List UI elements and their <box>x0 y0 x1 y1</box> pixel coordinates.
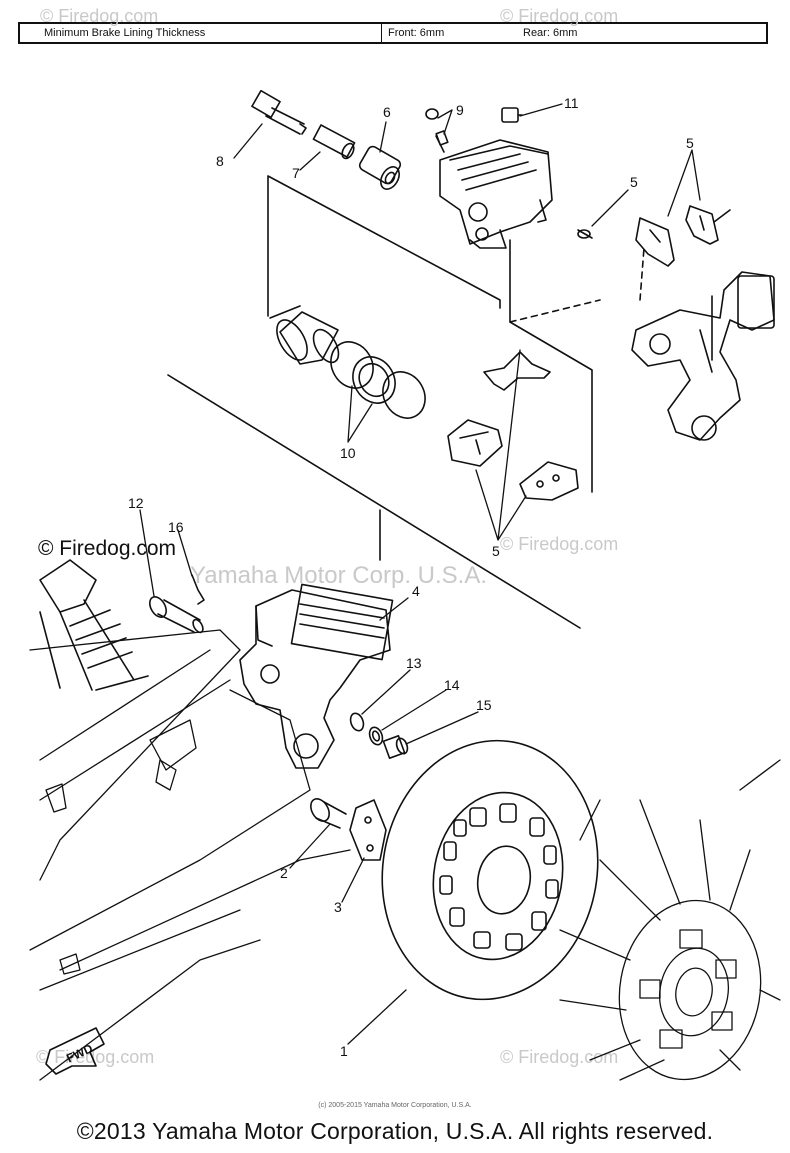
callout-5: 5 <box>492 543 500 559</box>
watermark-firedog: © Firedog.com <box>500 1047 618 1067</box>
brake-pad-a <box>447 419 503 467</box>
watermarks: © Firedog.com © Firedog.com © Firedog.co… <box>36 6 618 1067</box>
callout-14: 14 <box>444 677 460 693</box>
callout-13: 13 <box>406 655 422 671</box>
callout-15: 15 <box>476 697 492 713</box>
callout-1: 1 <box>340 1043 348 1059</box>
callout-4: 4 <box>412 583 420 599</box>
bushing-6 <box>358 145 402 190</box>
caliper-bracket-upper <box>631 271 775 441</box>
cap-11 <box>501 107 523 123</box>
spec-front: Front: 6mm <box>388 27 445 39</box>
callout-5: 5 <box>686 135 694 151</box>
lining-thickness-table: Minimum Brake Lining Thickness Front: 6m… <box>18 22 768 44</box>
callout-9: 9 <box>456 102 464 118</box>
callout-12: 12 <box>128 495 144 511</box>
shock-absorber <box>39 559 149 691</box>
callout-8: 8 <box>216 153 224 169</box>
leader-lines <box>139 103 701 1045</box>
washer-14 <box>368 726 384 746</box>
callout-5: 5 <box>630 174 638 190</box>
callout-10: 10 <box>340 445 356 461</box>
seals-10 <box>330 341 426 419</box>
piston <box>276 311 340 365</box>
callout-16: 16 <box>168 519 184 535</box>
watermark-firedog: © Firedog.com <box>36 1047 154 1067</box>
nut-15 <box>382 735 409 759</box>
bolt-2 <box>310 798 347 829</box>
upper-caliper <box>439 139 553 249</box>
watermark-firedog: © Firedog.com <box>500 534 618 554</box>
wheel-hub <box>559 759 781 1081</box>
callout-7: 7 <box>292 165 300 181</box>
lock-plate-3 <box>349 799 387 861</box>
callout-3: 3 <box>334 899 342 915</box>
clip-16 <box>191 574 205 605</box>
swing-arm <box>29 629 351 1081</box>
watermark-firedog: © Firedog.com <box>500 6 618 26</box>
bolt-12 <box>149 596 204 634</box>
brake-pad-b <box>519 461 579 501</box>
shim-5 <box>483 351 551 391</box>
small-copyright: (c) 2005-2015 Yamaha Motor Corporation, … <box>318 1102 472 1109</box>
bolt-8 <box>251 89 307 135</box>
callout-11: 11 <box>564 95 579 111</box>
watermark-firedog-main: © Firedog.com <box>38 537 176 560</box>
copyright-notice: ©2013 Yamaha Motor Corporation, U.S.A. A… <box>76 1118 714 1144</box>
pin-7 <box>312 124 356 160</box>
brake-disc-1 <box>381 739 599 1001</box>
callout-6: 6 <box>383 104 391 120</box>
exploded-group-outline <box>167 175 731 629</box>
pad-clips-5 <box>635 205 719 267</box>
screw-5 <box>577 229 593 239</box>
callout-2: 2 <box>280 865 288 881</box>
spec-rear: Rear: 6mm <box>523 27 578 39</box>
lower-caliper-4 <box>239 583 394 769</box>
watermark-firedog: © Firedog.com <box>40 6 158 26</box>
bleed-valve-9 <box>425 108 449 153</box>
washer-13 <box>349 712 365 732</box>
watermark-yamaha: Yamaha Motor Corp. U.S.A. <box>190 562 487 589</box>
spec-label: Minimum Brake Lining Thickness <box>20 24 382 42</box>
